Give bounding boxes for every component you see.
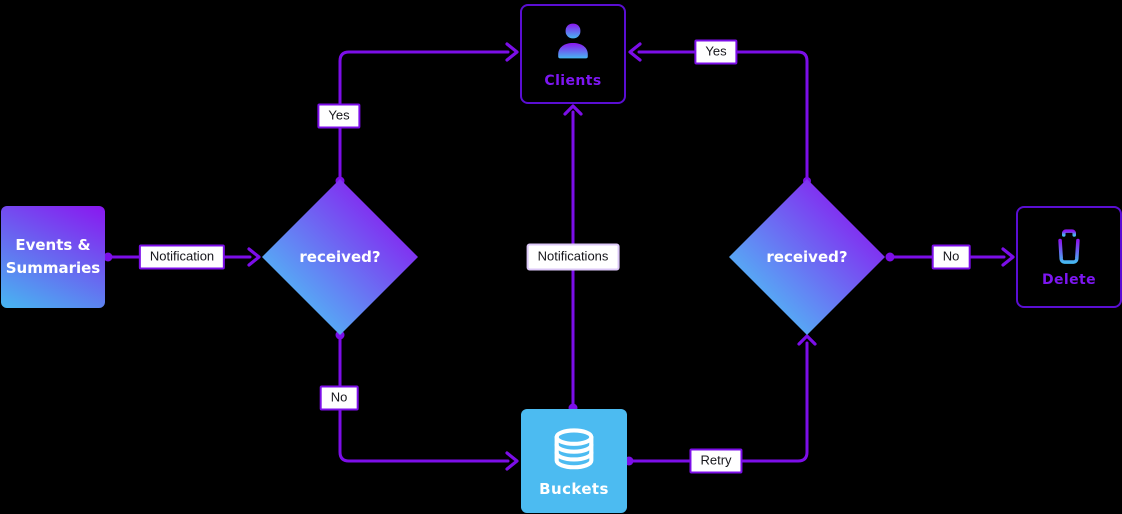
person-icon: [558, 23, 588, 58]
database-icon: [554, 427, 594, 469]
edge-label-no-right: No: [931, 244, 971, 270]
node-delete: Delete: [1016, 206, 1122, 308]
node-events-summaries: Events & Summaries: [1, 206, 105, 308]
edge-retry-line: [631, 341, 809, 463]
edge-label-retry: Retry: [689, 448, 743, 474]
node-buckets: Buckets: [521, 409, 627, 513]
edge-label-no-left: No: [319, 385, 359, 411]
edge-yes-right-line: [637, 50, 809, 181]
arrowhead-up-icon: [797, 334, 817, 346]
arrowhead-right-icon: [505, 42, 519, 62]
node-clients: Clients: [520, 4, 626, 104]
edge-label-yes-right: Yes: [694, 39, 738, 65]
decision-label: received?: [766, 248, 848, 266]
arrowhead-right-icon: [247, 247, 261, 267]
arrowhead-right-icon: [505, 451, 519, 471]
decision-label: received?: [299, 248, 381, 266]
node-label: Delete: [1042, 271, 1096, 288]
edge-start-dot: [103, 252, 113, 262]
edge-start-dot: [885, 252, 895, 262]
arrowhead-right-icon: [1001, 247, 1015, 267]
node-label: Clients: [544, 72, 602, 89]
node-label-line: Events &: [15, 235, 91, 254]
arrowhead-up-icon: [563, 104, 583, 116]
trash-icon: [1055, 228, 1083, 264]
node-label-line: Summaries: [5, 259, 101, 277]
edge-label-yes-left: Yes: [317, 103, 361, 129]
edge-no-left-line: [338, 334, 510, 463]
edge-label-notifications: Notifications: [526, 243, 620, 271]
node-label: Buckets: [539, 479, 609, 498]
edge-label-notification: Notification: [138, 244, 226, 270]
edge-yes-left-line: [338, 50, 510, 181]
arrowhead-left-icon: [628, 42, 642, 62]
